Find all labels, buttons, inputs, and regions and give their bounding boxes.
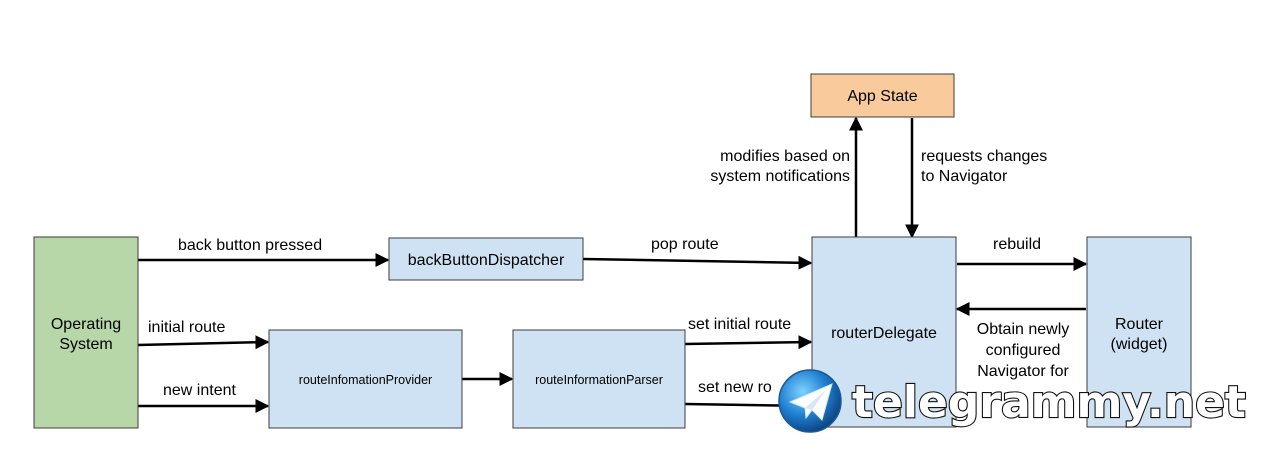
route-information-provider-label: routeInfomationProvider [299,373,432,387]
edge-initial-route [137,335,270,350]
label-obtain-line1: Obtain newly [977,321,1070,338]
label-back-button-pressed: back button pressed [178,237,322,254]
watermark: telegrammy.net [778,369,1247,433]
edge-set-initial-route [684,335,813,350]
label-set-new-route: set new ro [698,379,772,396]
label-obtain-line2: configured [986,342,1061,359]
back-button-dispatcher-label: backButtonDispatcher [408,252,565,269]
router-widget-label-line2: (widget) [1111,336,1168,353]
label-requests-line1: requests changes [921,148,1047,165]
watermark-text: telegrammy.net [852,377,1246,428]
label-requests-line2: to Navigator [921,168,1008,185]
node-route-information-provider: routeInfomationProvider [268,329,463,429]
node-back-button-dispatcher: backButtonDispatcher [388,237,584,281]
router-delegate-label: routerDelegate [831,325,937,342]
label-obtain-line3: Navigator for [977,363,1069,380]
label-set-initial-route: set initial route [688,316,791,333]
edges [137,116,1088,413]
node-operating-system: Operating System [33,236,139,429]
node-router-widget: Router (widget) [1086,236,1192,428]
label-modifies-line1: modifies based on [720,148,850,165]
label-initial-route: initial route [148,319,225,336]
telegram-logo-icon [778,369,842,433]
node-app-state: App State [810,73,955,118]
label-modifies-line2: system notifications [710,168,850,185]
app-state-label: App State [847,88,917,105]
edge-pop-route [582,255,813,270]
label-pop-route: pop route [651,236,719,253]
label-new-intent: new intent [163,382,236,399]
router-widget-label-line1: Router [1115,316,1164,333]
route-information-parser-label: routeInformationParser [535,373,663,387]
node-route-information-parser: routeInformationParser [512,329,686,429]
label-rebuild: rebuild [993,236,1041,253]
operating-system-label-line1: Operating [51,316,121,333]
operating-system-label-line2: System [59,336,112,353]
